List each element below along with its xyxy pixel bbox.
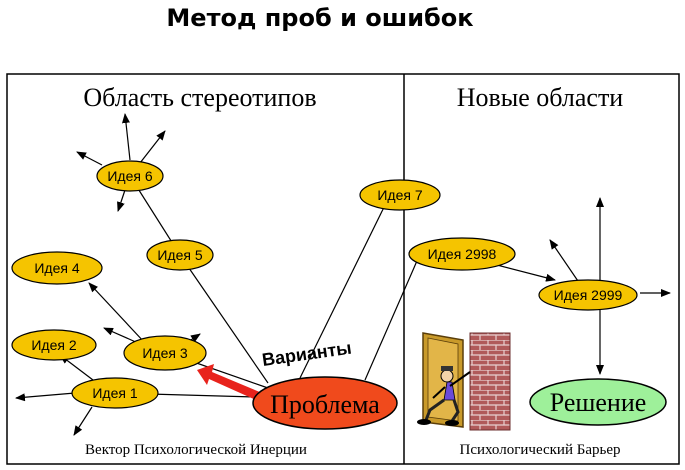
region-title-stereotypes: Область стереотипов [83, 83, 316, 112]
person-icon [417, 366, 471, 426]
idea-node-1: Идея 1 [71, 377, 159, 409]
diagram-frame [6, 73, 680, 465]
idea-node-7: Идея 7 [359, 179, 441, 211]
idea-node-1-label: Идея 1 [92, 385, 137, 401]
idea-node-2: Идея 2 [11, 329, 97, 361]
idea-node-3-label: Идея 3 [142, 345, 187, 361]
problem-node-label: Проблема [270, 390, 380, 419]
idea-node-3: Идея 3 [123, 335, 207, 371]
idea-node-2999-label: Идея 2999 [554, 287, 623, 303]
idea-node-2998-label: Идея 2998 [428, 246, 497, 262]
idea-node-5-label: Идея 5 [157, 247, 202, 263]
idea-node-5: Идея 5 [146, 239, 214, 271]
barrier-label: Психологический Барьер [459, 442, 620, 458]
idea-node-2-label: Идея 2 [31, 337, 76, 353]
idea-node-6-label: Идея 6 [107, 168, 152, 184]
idea-node-6: Идея 6 [96, 160, 164, 192]
problem-node: Проблема [252, 376, 398, 430]
idea-node-7-label: Идея 7 [377, 187, 422, 203]
inertia-vector-label: Вектор Психологической Инерции [85, 442, 307, 458]
idea-node-4-label: Идея 4 [34, 260, 79, 276]
idea-node-2998: Идея 2998 [408, 237, 516, 271]
solution-node: Решение [529, 378, 667, 426]
page-title: Метод проб и ошибок [166, 4, 474, 32]
variants-arrow [197, 364, 262, 401]
idea-node-2999: Идея 2999 [538, 279, 638, 311]
region-title-new-areas: Новые области [457, 83, 624, 112]
brick-wall-icon [469, 332, 511, 431]
idea-node-4: Идея 4 [11, 251, 103, 285]
solution-node-label: Решение [550, 388, 647, 417]
barrier-illustration [417, 332, 511, 431]
